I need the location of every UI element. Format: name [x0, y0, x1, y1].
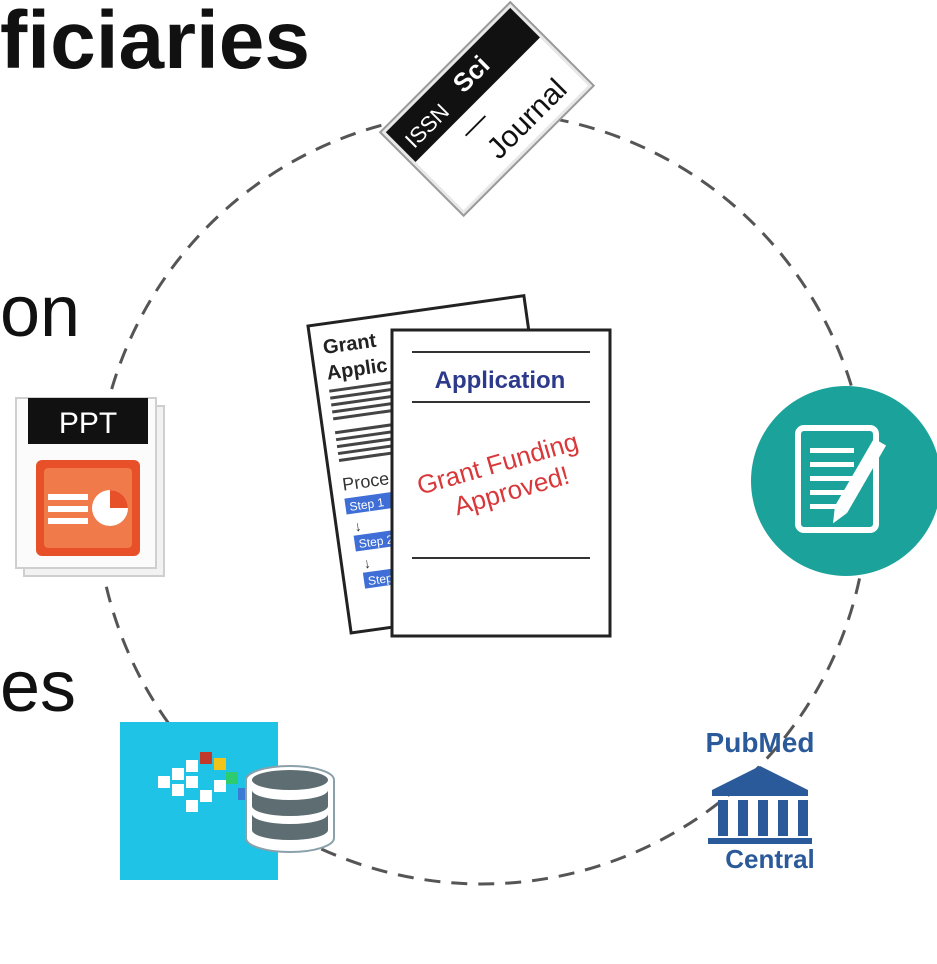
grant-application-documents: Grant Applic Proce Step 1 ↓ Step 2 ↓: [306, 293, 612, 638]
heading-text: ficiaries: [0, 0, 310, 86]
pubmed-label: PubMed: [706, 727, 815, 758]
application-title: Application: [435, 367, 566, 394]
front-page: [390, 328, 612, 638]
step-3-label: Step: [367, 571, 394, 588]
ppt-label: PPT: [59, 407, 117, 440]
document-pen-icon: [751, 386, 937, 576]
pubmed-central-icon: PubMed Central: [706, 727, 815, 874]
arrow-down-icon-2: ↓: [362, 555, 371, 572]
partial-text-es: es: [0, 647, 77, 727]
step-1-label: Step 1: [349, 495, 386, 514]
ppt-icon: PPT: [15, 397, 165, 577]
partial-text-on: on: [0, 272, 81, 352]
database-icon: [120, 722, 335, 880]
journal-icon: Sci entific ISSN — Journal: [378, 0, 596, 218]
arrow-down-icon: ↓: [353, 518, 362, 535]
step-2-label: Step 2: [358, 532, 395, 551]
central-label: Central: [725, 844, 815, 874]
